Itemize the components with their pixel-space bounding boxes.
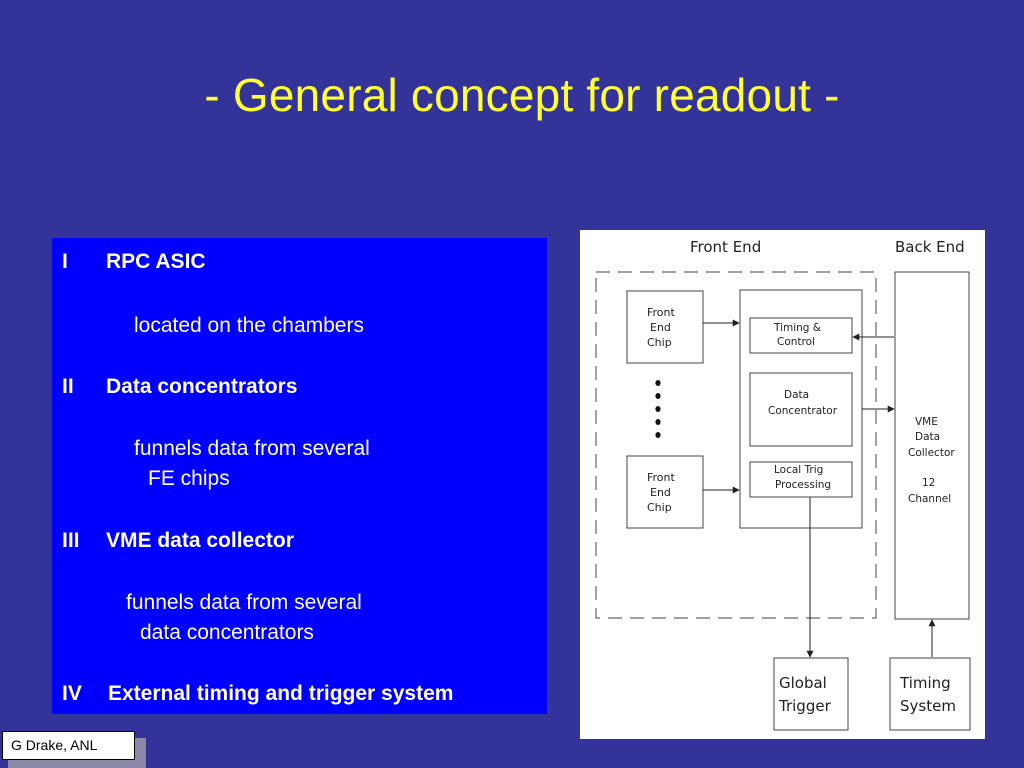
global-trigger-line1: Global	[779, 674, 827, 692]
data-concentrator-line1: Data	[784, 389, 809, 401]
item-3-heading: VME data collector	[106, 529, 294, 552]
item-2-desc-line1: funnels data from several	[134, 437, 370, 460]
front-end-boundary	[595, 271, 877, 619]
fe-chip-bottom-line1: Front	[647, 471, 676, 484]
local-trig-line2: Processing	[775, 479, 831, 491]
timing-system-line2: System	[900, 697, 956, 715]
fe-chip-top-line3: Chip	[647, 336, 672, 349]
timing-control-line2: Control	[777, 336, 815, 348]
local-trig-box	[749, 461, 853, 498]
timing-control-line1: Timing &	[773, 322, 821, 334]
fe-chip-top-line1: Front	[647, 306, 676, 319]
item-3-desc-line1: funnels data from several	[126, 591, 362, 614]
diagram-svg: Front End Back End Front End Chip Front …	[595, 238, 971, 731]
fe-chip-bottom-line2: End	[650, 486, 671, 499]
item-4-heading: External timing and trigger system	[108, 682, 454, 705]
item-1-numeral: I	[62, 250, 68, 273]
timing-system-box	[889, 657, 971, 731]
item-4-numeral: IV	[62, 682, 82, 705]
vme-line6: Channel	[908, 493, 951, 505]
fe-chip-bottom-line3: Chip	[647, 501, 672, 514]
vme-line5: 12	[922, 477, 935, 489]
global-trigger-line2: Trigger	[778, 697, 832, 715]
item-2-desc-line2: FE chips	[148, 467, 230, 490]
item-3-desc-line2: data concentrators	[140, 621, 314, 644]
data-concentrator-label: Data Concentrator	[768, 389, 838, 417]
ellipsis-dots	[655, 380, 661, 438]
item-2-numeral: II	[62, 375, 74, 398]
data-concentrator-box	[749, 372, 853, 447]
item-2-heading: Data concentrators	[106, 375, 298, 398]
timing-system-label: Timing System	[899, 674, 956, 715]
local-trig-line1: Local Trig	[774, 464, 823, 476]
global-trigger-box	[773, 657, 849, 731]
vme-collector-box	[894, 271, 970, 620]
vme-line1: VME	[915, 416, 938, 428]
timing-control-label: Timing & Control	[773, 322, 824, 348]
timing-system-line1: Timing	[899, 674, 951, 692]
vme-line3: Collector	[908, 447, 955, 459]
fe-chip-bottom-box	[626, 455, 704, 529]
fe-chip-top-line2: End	[650, 321, 671, 334]
item-1-heading: RPC ASIC	[106, 250, 206, 273]
global-trigger-label: Global Trigger	[778, 674, 832, 715]
item-1-desc: located on the chambers	[134, 314, 364, 337]
outline-textbox: I RPC ASIC located on the chambers II Da…	[52, 238, 547, 714]
fe-chip-bottom-label: Front End Chip	[647, 471, 678, 514]
author-credit: G Drake, ANL	[2, 731, 135, 760]
readout-block-diagram: Front End Back End Front End Chip Front …	[580, 230, 985, 739]
vme-collector-label: VME Data Collector 12 Channel	[908, 416, 958, 505]
timing-control-box	[749, 317, 853, 354]
front-end-label: Front End	[690, 238, 761, 256]
local-trig-label: Local Trig Processing	[774, 464, 831, 491]
vme-line2: Data	[915, 431, 940, 443]
fe-chip-top-box	[626, 290, 704, 364]
slide-title: - General concept for readout -	[204, 69, 840, 121]
data-concentrator-line2: Concentrator	[768, 405, 838, 417]
fe-chip-top-label: Front End Chip	[647, 306, 678, 349]
item-3-numeral: III	[62, 529, 80, 552]
back-end-label: Back End	[895, 238, 965, 256]
